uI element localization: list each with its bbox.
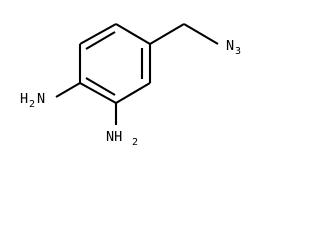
- structure-diagram: N 3 H 2 N NH 2: [20, 23, 242, 148]
- amine-right-group: NH 2: [106, 103, 138, 148]
- amine-left-bond: [55, 82, 81, 98]
- ring-bond-bottom-right: [115, 82, 151, 104]
- azide-label: N: [226, 38, 234, 54]
- molecule-drawing: N 3 H 2 N NH 2: [20, 23, 241, 148]
- ring-bond-top: [79, 23, 117, 45]
- ring-bond-top-inner: [85, 31, 116, 50]
- ring-bond-top-right: [115, 23, 151, 45]
- amine-left-group: H 2 N: [20, 82, 81, 110]
- amine-right-label: NH: [106, 129, 122, 145]
- azidomethyl-group: N 3: [149, 23, 241, 57]
- amine-right-subscript: 2: [132, 137, 138, 148]
- ch2-bond-right: [183, 23, 219, 45]
- amine-left-subscript: 2: [29, 99, 35, 110]
- amine-left-h: H: [20, 91, 28, 107]
- ring-bond-bottom-left: [79, 82, 117, 104]
- azide-subscript: 3: [235, 46, 241, 57]
- benzene-ring: [78, 23, 152, 104]
- ring-bond-bottom-left-inner: [85, 77, 116, 96]
- ch2-bond-up: [149, 23, 185, 45]
- amine-left-n: N: [37, 91, 45, 107]
